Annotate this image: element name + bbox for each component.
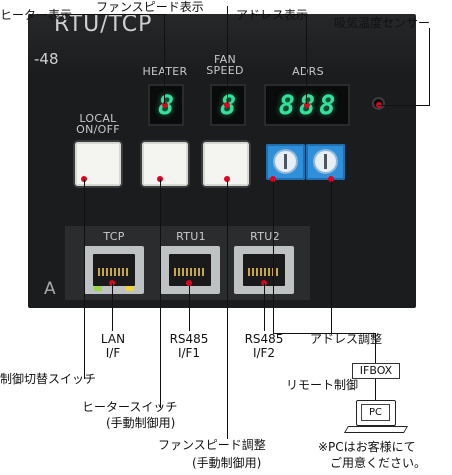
- leader-sensor-v: [429, 28, 430, 106]
- leader-address-display: [306, 14, 307, 104]
- callout-lan: LAN I/F: [96, 332, 130, 360]
- fan-label-line1: FAN: [214, 53, 236, 66]
- callout-rs485-2-line2: I/F2: [252, 346, 276, 360]
- callout-rs485-1-line1: RS485: [169, 332, 209, 346]
- adrs-label: ADRS: [292, 65, 324, 78]
- callout-control-switch: 制御切替スイッチ: [0, 372, 97, 386]
- callout-address-setting: アドレス調整: [310, 332, 383, 346]
- tcp-label: TCP: [103, 230, 125, 243]
- lan-port[interactable]: [84, 246, 144, 294]
- callout-heater-switch-1: ヒータースイッチ: [82, 400, 178, 414]
- callout-address-display: アドレス表示: [236, 8, 309, 22]
- leader-dip-2: [331, 179, 332, 333]
- leader-dip-1: [273, 179, 274, 333]
- callout-fan-display: ファンスピード表示: [96, 0, 204, 14]
- leader-rs485-2: [264, 283, 265, 331]
- lan-led-yellow: [126, 286, 134, 291]
- leader-rs485-1: [189, 283, 190, 331]
- leader-control-switch: [84, 179, 85, 379]
- leader-heater-h: [56, 14, 166, 15]
- rs485-port-1[interactable]: [160, 246, 220, 294]
- local-label: LOCAL ON/OFF: [66, 113, 130, 135]
- callout-fan-adjust-2: (手動制御用): [192, 456, 262, 470]
- note-line-1: ※PCはお客様にて: [318, 440, 416, 454]
- local-label-line2: ON/OFF: [76, 123, 120, 136]
- model-number-text: -48: [34, 50, 59, 68]
- rotary-dial-2: [315, 151, 336, 172]
- callout-rs485-2-line1: RS485: [244, 332, 284, 346]
- callout-heater-display: ヒーター表示: [0, 8, 73, 22]
- leader-fan-display: [227, 6, 228, 104]
- pc-keyboard-icon: [343, 426, 409, 433]
- rtu1-label: RTU1: [176, 230, 206, 243]
- callout-remote-control: リモート制御: [286, 378, 359, 392]
- marker-address-display: [304, 102, 310, 108]
- leader-address-h: [252, 14, 308, 15]
- rtu2-label: RTU2: [250, 230, 280, 243]
- pc-laptop-icon: PC: [356, 400, 396, 426]
- panel-shine: [28, 14, 416, 74]
- leader-fan-adjust: [227, 179, 228, 439]
- lan-port-pins: [98, 268, 130, 276]
- adrs-digit-3: 8: [319, 89, 336, 121]
- adrs-digit-1: 8: [278, 89, 295, 121]
- local-label-line1: LOCAL: [79, 112, 117, 125]
- rs485-2-pins: [248, 268, 280, 276]
- address-rotary-switch-1[interactable]: [266, 144, 305, 180]
- heater-switch-button[interactable]: [142, 142, 188, 186]
- callout-lan-line1: LAN: [100, 332, 126, 346]
- leader-lan: [112, 283, 113, 331]
- fan-label: FAN SPEED: [200, 54, 250, 76]
- callout-rs485-1: RS485 I/F1: [162, 332, 216, 360]
- leader-heater-switch: [160, 179, 161, 408]
- marker-heater-display: [162, 102, 168, 108]
- leader-heater-display: [164, 14, 165, 104]
- leader-to-ifbox: [375, 333, 376, 363]
- model-text: RTU/TCP: [54, 12, 153, 37]
- note-line-2: ご用意ください。: [330, 456, 427, 470]
- rotary-dial-1: [275, 151, 296, 172]
- pc-label: PC: [361, 404, 390, 421]
- rs485-1-pins: [174, 268, 206, 276]
- leader-ifbox-pc: [375, 377, 376, 403]
- heater-label: HEATER: [134, 66, 196, 77]
- callout-heater-switch-2: (手動制御用): [106, 416, 176, 430]
- leader-sensor-h: [378, 105, 430, 106]
- callout-lan-line2: I/F: [105, 346, 121, 360]
- callout-fan-adjust-1: ファンスピード調整: [158, 438, 266, 452]
- lan-led-green: [94, 286, 102, 291]
- callout-rs485-2: RS485 I/F2: [237, 332, 291, 360]
- callout-rs485-1-line2: I/F1: [177, 346, 201, 360]
- address-rotary-switch-2[interactable]: [306, 144, 345, 180]
- ifbox-box: IFBOX: [352, 363, 400, 379]
- callout-intake-sensor: 吸気温度センサー: [334, 16, 431, 30]
- marker-fan-display: [224, 102, 230, 108]
- leader-dip-join: [273, 333, 375, 334]
- fan-label-line2: SPEED: [206, 64, 244, 77]
- rs485-port-2[interactable]: [234, 246, 294, 294]
